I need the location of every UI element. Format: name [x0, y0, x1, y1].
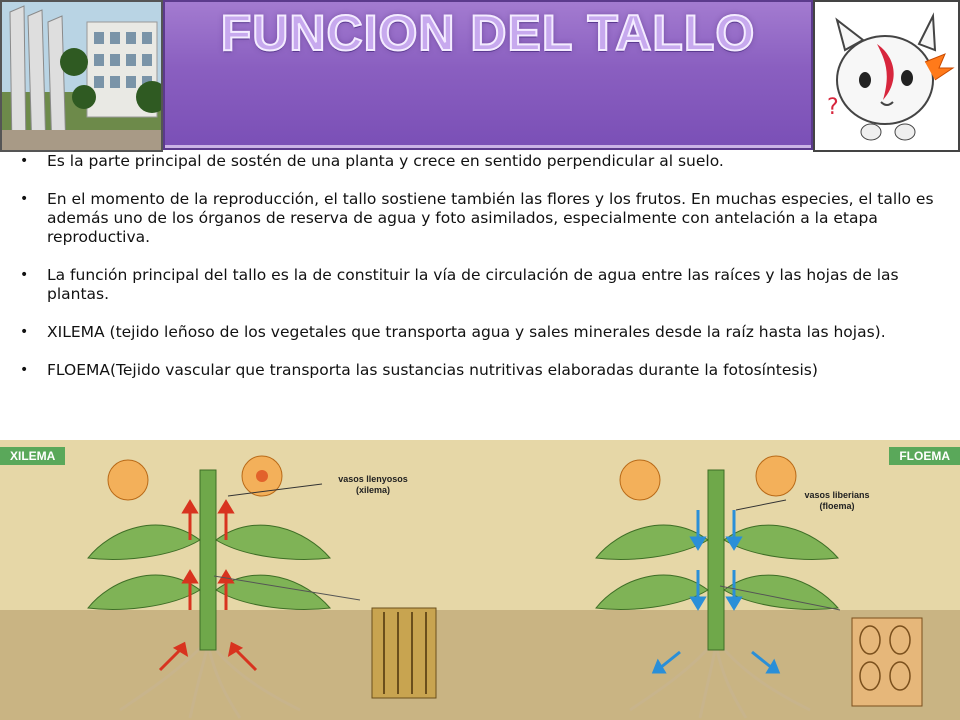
phloem-tag: FLOEMA — [889, 447, 960, 465]
bullet-icon: • — [20, 362, 29, 378]
xylem-callout-line2: (xilema) — [355, 485, 390, 495]
wolf-cartoon-image: ? — [813, 0, 960, 152]
xylem-tag: XILEMA — [0, 447, 66, 465]
bullet-item: • Es la parte principal de sostén de una… — [20, 152, 935, 171]
bullet-icon: • — [20, 267, 29, 283]
bullet-text: La función principal del tallo es la de … — [47, 266, 899, 303]
bullet-item: • FLOEMA(Tejido vascular que transporta … — [20, 361, 935, 380]
phloem-callout: vasos liberians (floema) — [782, 490, 892, 512]
svg-text:?: ? — [827, 95, 839, 120]
building-photo — [0, 0, 163, 152]
phloem-diagram: FLOEMA vasos liberians (floema) — [540, 440, 960, 720]
bullet-list: • Es la parte principal de sostén de una… — [20, 150, 935, 380]
bullet-text: Es la parte principal de sostén de una p… — [47, 152, 724, 170]
xylem-diagram: XILEMA vasos llenyosos (xilema) — [0, 440, 540, 720]
xylem-callout-line1: vasos llenyosos — [338, 474, 408, 484]
title-banner — [163, 0, 813, 150]
bullet-icon: • — [20, 153, 29, 169]
bullet-item: • La función principal del tallo es la d… — [20, 266, 935, 304]
bullet-icon: • — [20, 324, 29, 340]
xylem-callout: vasos llenyosos (xilema) — [318, 474, 428, 496]
bullet-text: XILEMA (tejido leñoso de los vegetales q… — [47, 323, 886, 341]
bullet-item: • En el momento de la reproducción, el t… — [20, 190, 935, 247]
phloem-callout-line1: vasos liberians — [804, 490, 870, 500]
bullet-text: FLOEMA(Tejido vascular que transporta la… — [47, 361, 818, 379]
bullet-text: En el momento de la reproducción, el tal… — [47, 190, 934, 246]
bullet-icon: • — [20, 191, 29, 207]
bullet-item: • XILEMA (tejido leñoso de los vegetales… — [20, 323, 935, 342]
phloem-callout-line2: (floema) — [819, 501, 855, 511]
page-title: FUNCION DEL TALLO — [220, 4, 756, 62]
